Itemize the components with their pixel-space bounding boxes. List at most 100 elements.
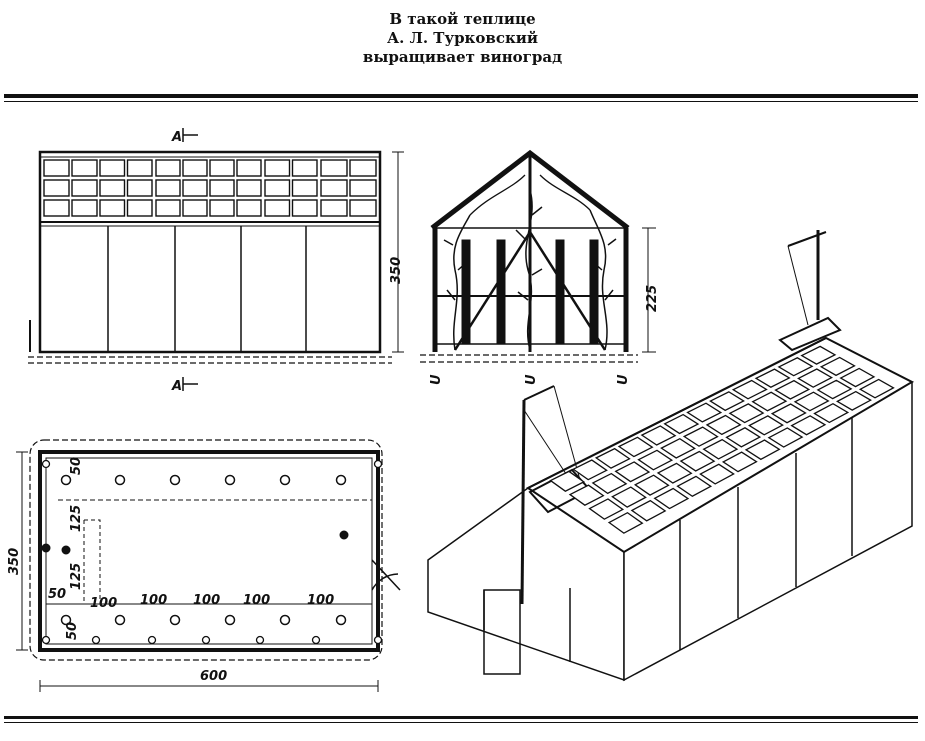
roof-pane [777,357,814,377]
plan-dim-spacing-1: 100 [90,596,117,611]
post-marker [169,614,181,626]
post-marker [224,474,236,486]
plan-dim-row-upper: 125 [69,505,84,532]
glazing-pane [43,199,70,217]
caption-line-1: В такой теплице [389,10,536,28]
glazing-pane [182,199,208,217]
glazing-pane [264,159,291,177]
roof-pane [731,379,768,400]
post-marker [60,474,72,486]
plan-width-dim: 600 [200,669,227,684]
roof-pane [774,379,811,400]
roof-pane [630,499,667,522]
roof-pane [588,498,625,520]
glazing-pane [99,179,126,197]
plan-dim-spacing-4: 100 [243,593,270,608]
glazing-pane [320,199,348,217]
roof-pane [702,438,739,460]
roof-pane [839,367,876,388]
roof-pane [858,378,895,399]
bottom-rule-thin [4,722,918,723]
top-rule [4,94,918,98]
glazing-pane [99,159,126,177]
plan-dim-row-lower: 125 [69,563,84,590]
bottom-rule [4,716,918,719]
roof-pane [816,379,853,400]
roof-pane [813,402,850,424]
roof-pane [728,403,765,424]
plan-dim-left-offset: 50 [48,587,66,602]
post-marker [335,474,347,486]
roof-glazing-grid [43,159,377,217]
plan-dim-bottom-offset: 50 [65,622,80,640]
roof-pane [767,427,804,448]
roof-pane [549,470,586,492]
post-marker [60,614,72,626]
roof-pane [709,391,745,412]
corner-stake [255,635,265,645]
roof-pane [640,425,677,446]
roof-pane [836,390,872,411]
glazing-pane [209,199,235,217]
glazing-pane [43,179,70,197]
corner-stake [91,635,101,645]
corner-stake [147,635,157,645]
floor-plan [16,439,401,692]
caption-line-2: А. Л. Турковский [386,29,539,47]
glazing-pane [236,199,262,217]
drawing-caption: В такой теплице А. Л. Турковский выращив… [0,10,925,67]
roof-pane [790,415,827,436]
glazing-pane [155,179,181,197]
corner-stake [373,635,383,645]
plan-dim-spacing-3: 100 [193,593,220,608]
post-marker [339,530,349,540]
roof-pane [633,474,670,496]
glazing-pane [155,159,181,177]
corner-stake [311,635,321,645]
roof-pane [607,511,644,534]
plan-dim-spacing-5: 100 [307,593,334,608]
glazing-pane [236,159,262,177]
glazing-pane [291,159,318,177]
front-elevation [28,128,404,391]
post-marker [114,474,126,486]
roof-pane [751,391,788,412]
glazing-pane [126,179,153,197]
glazing-pane [209,159,235,177]
roof-pane [591,472,628,495]
cross-section [420,149,656,363]
corner-stake [373,459,383,469]
post-marker [41,543,51,553]
roof-pane [797,368,833,388]
roof-pane [660,437,696,459]
glazing-pane [126,159,153,177]
roof-pane [705,414,742,436]
roof-pane [656,462,693,484]
roof-pane [568,484,605,506]
roof-pane [663,413,700,435]
roof-pane [679,450,716,472]
glazing-pane [349,159,377,177]
glazing-pane [71,159,98,177]
post-marker [61,545,71,555]
corner-stake [41,635,51,645]
corner-stake [201,635,211,645]
plan-dim-spacing-2: 100 [140,593,167,608]
roof-pane [744,439,781,461]
front-height-dim: 350 [389,257,404,284]
section-foot-mark-right: U [616,374,631,385]
post-marker [114,614,126,626]
roof-pane [800,345,837,365]
roof-pane [819,356,856,377]
post-marker [169,474,181,486]
roof-pane [754,368,791,388]
post-marker [279,474,291,486]
post-marker [279,614,291,626]
plan-height-dim: 350 [7,548,22,575]
post-marker [224,614,236,626]
section-mark-bottom: A [171,379,182,394]
roof-pane [611,486,647,508]
glazing-pane [291,179,318,197]
roof-pane [793,391,830,412]
